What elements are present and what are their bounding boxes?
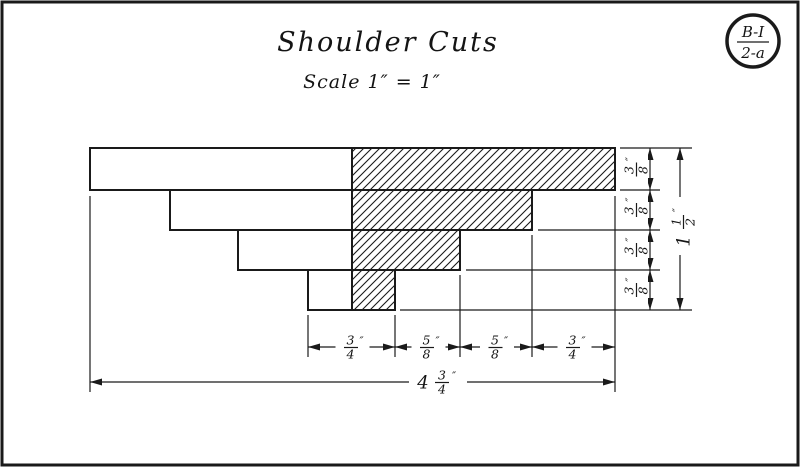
badge-bottom-label: 2-a bbox=[740, 44, 765, 62]
fraction-numerator: 5 bbox=[491, 333, 499, 348]
dim-label-bottom-2: 5 8 ″ bbox=[480, 333, 514, 362]
dim-label-right-2: 3 8 ″ bbox=[622, 231, 651, 266]
dim-label-bottom-0: 3 4 ″ bbox=[335, 333, 370, 362]
fraction-numerator: 3 bbox=[347, 333, 355, 348]
dim-label-right-overall: 1 1 2 ″ bbox=[669, 197, 698, 255]
dim-label-bottom-1: 5 8 ″ bbox=[411, 333, 446, 362]
fraction-denominator: 8 bbox=[491, 347, 499, 362]
fraction-denominator: 8 bbox=[636, 166, 651, 174]
inch-mark: ″ bbox=[624, 237, 637, 242]
dim-label-right-3: 3 8 ″ bbox=[622, 271, 651, 306]
section-hatch bbox=[351, 147, 616, 311]
fraction-numerator: 3 bbox=[622, 206, 637, 214]
fraction-denominator: 4 bbox=[437, 382, 446, 397]
right-extension-lines bbox=[400, 147, 692, 311]
fraction-numerator: 1 bbox=[669, 218, 684, 226]
drawing-scale: Scale 1″ = 1″ bbox=[303, 71, 441, 93]
inch-mark: ″ bbox=[624, 156, 637, 161]
fraction-numerator: 3 bbox=[622, 166, 637, 174]
fraction-denominator: 8 bbox=[423, 347, 431, 362]
inch-mark: ″ bbox=[504, 335, 509, 348]
fraction-denominator: 8 bbox=[636, 286, 651, 294]
dim-label-right-0: 3 8 ″ bbox=[622, 151, 651, 185]
fraction-denominator: 4 bbox=[346, 347, 355, 362]
fraction-denominator: 2 bbox=[683, 218, 698, 227]
drawing-title: Shoulder Cuts bbox=[277, 27, 499, 58]
fraction-numerator: 3 bbox=[622, 286, 637, 294]
inch-mark: ″ bbox=[624, 197, 637, 202]
step-figure bbox=[89, 147, 616, 311]
fraction-denominator: 8 bbox=[636, 246, 651, 254]
whole-number: 4 bbox=[416, 373, 428, 394]
whole-number: 1 bbox=[674, 235, 695, 246]
badge-top-label: B-I bbox=[741, 23, 765, 41]
inch-mark: ″ bbox=[581, 335, 586, 348]
dim-label-bottom-overall: 4 3 4 ″ bbox=[409, 368, 467, 397]
inch-mark: ″ bbox=[435, 335, 440, 348]
dim-label-right-1: 3 8 ″ bbox=[622, 191, 651, 226]
badge-circle bbox=[725, 13, 781, 69]
fraction-numerator: 5 bbox=[423, 333, 431, 348]
inch-mark: ″ bbox=[452, 370, 457, 383]
fraction-numerator: 3 bbox=[438, 368, 446, 383]
inch-mark: ″ bbox=[671, 207, 684, 212]
bottom-extension-lines bbox=[89, 196, 616, 392]
fraction-denominator: 4 bbox=[568, 347, 577, 362]
inch-mark: ″ bbox=[359, 335, 364, 348]
fraction-numerator: 3 bbox=[569, 333, 577, 348]
fraction-numerator: 3 bbox=[622, 246, 637, 254]
fraction-denominator: 8 bbox=[636, 206, 651, 214]
drawing-number-badge: B-I 2-a bbox=[725, 13, 781, 69]
title-block: Shoulder Cuts Scale 1″ = 1″ bbox=[277, 27, 499, 93]
inch-mark: ″ bbox=[624, 277, 637, 282]
dim-label-bottom-3: 3 4 ″ bbox=[557, 333, 592, 362]
